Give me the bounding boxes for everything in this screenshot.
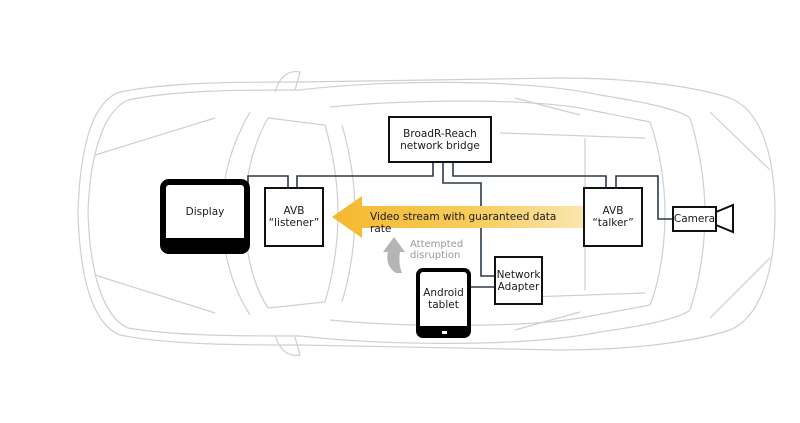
roof-inner-top bbox=[329, 100, 651, 123]
mirror-left bbox=[274, 70, 301, 93]
bridge-node: BroadR-Reach network bridge bbox=[388, 116, 492, 163]
camera-label: Camera bbox=[673, 213, 716, 225]
talker-line2: “talker” bbox=[592, 217, 634, 229]
roof-inner-bottom bbox=[329, 304, 651, 326]
bridge-line1: BroadR-Reach bbox=[403, 127, 477, 140]
connector-bridge-adapter bbox=[442, 163, 494, 277]
disruption-line2: disruption bbox=[410, 250, 461, 261]
rear-window bbox=[649, 121, 666, 306]
stream-arrow bbox=[332, 196, 585, 238]
bridge-line2: network bridge bbox=[400, 139, 480, 152]
display-node: Display bbox=[160, 179, 250, 254]
talker-node: AVB “talker” bbox=[583, 187, 643, 247]
rear-crease-bottom bbox=[709, 257, 771, 319]
car-body-outline bbox=[77, 77, 776, 351]
talker-line1: AVB bbox=[602, 205, 624, 217]
mirror-right bbox=[274, 334, 301, 357]
tablet-line2: tablet bbox=[428, 299, 459, 311]
rear-seat-top bbox=[499, 132, 646, 139]
connectors bbox=[247, 163, 672, 288]
listener-node: AVB “listener” bbox=[264, 187, 324, 247]
listener-line1: AVB bbox=[283, 205, 305, 217]
tablet-home-button-icon bbox=[442, 331, 447, 334]
car-hood-line-top bbox=[127, 89, 301, 101]
camera-node: Camera bbox=[672, 206, 717, 232]
hood-crease-top bbox=[94, 117, 216, 156]
connector-bridge-talker bbox=[452, 163, 607, 187]
stream-arrow-label: Video stream with guaranteed data rate bbox=[370, 211, 557, 235]
adapter-node: Network Adapter bbox=[494, 256, 543, 305]
tablet-node: Android tablet bbox=[416, 268, 471, 338]
hood-crease-bottom bbox=[94, 274, 216, 314]
camera-lens-icon bbox=[715, 203, 734, 234]
adapter-line1: Network bbox=[496, 268, 541, 281]
tablet-line1: Android bbox=[423, 287, 464, 299]
display-label: Display bbox=[185, 205, 225, 218]
listener-line2: “listener” bbox=[268, 217, 320, 229]
roof-bottom-line bbox=[299, 309, 691, 344]
disruption-line1: Attempted bbox=[410, 239, 464, 250]
adapter-line2: Adapter bbox=[497, 280, 540, 293]
connector-listener-display bbox=[247, 175, 289, 187]
roof-crease-2 bbox=[514, 311, 581, 331]
car-hood-line bbox=[87, 99, 301, 337]
disruption-label: Attempted disruption bbox=[410, 239, 470, 261]
roof-crease bbox=[514, 97, 581, 116]
connector-bridge-listener bbox=[296, 163, 434, 187]
up-arrow-icon bbox=[383, 237, 405, 273]
rear-crease-top bbox=[709, 111, 771, 171]
connector-talker-camera bbox=[615, 175, 672, 220]
roof-top-line bbox=[299, 81, 691, 119]
